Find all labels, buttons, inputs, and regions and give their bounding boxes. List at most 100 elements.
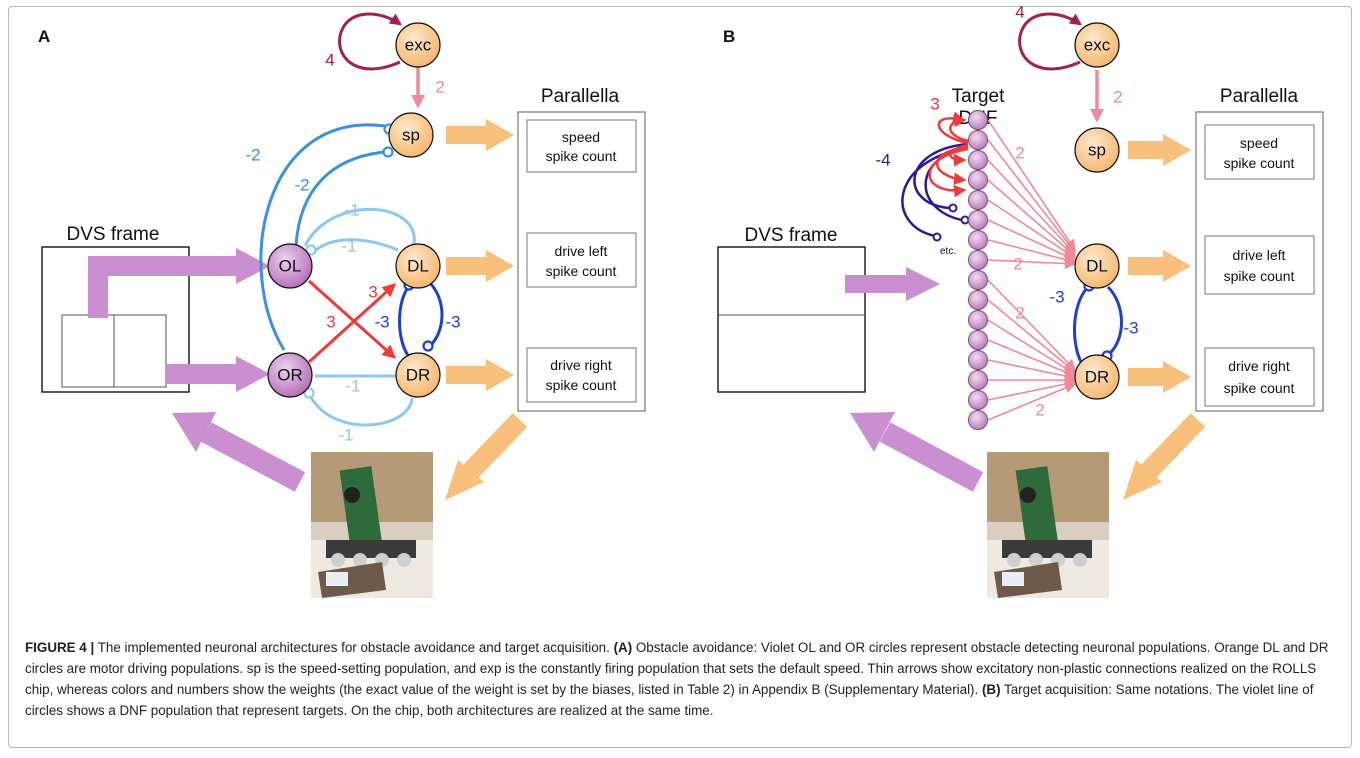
a-node-sp: sp — [388, 112, 434, 158]
b-inhibit-end-3 — [932, 232, 942, 242]
panel-a-letter: A — [38, 27, 50, 46]
dnf-neuron — [968, 410, 988, 430]
a-box-drive-left — [526, 232, 637, 288]
b-etc-label: etc. — [940, 246, 956, 257]
b-arrow-parallella-robot — [1140, 413, 1206, 479]
figure-diagram: A DVS frame -2 -2 -1 -1 -1 -1 3 3 — [38, 3, 1324, 598]
a-conn-or-dl-lower — [306, 391, 414, 427]
b-box-speed-line1: speed — [1240, 135, 1278, 151]
b-node-exc: exc — [1074, 22, 1120, 68]
a-conn-dr-dl-end — [422, 340, 434, 352]
a-weight-ol-dl: -1 — [341, 237, 356, 256]
b-arrows-to-parallella — [1128, 134, 1191, 393]
dnf-neuron — [968, 290, 988, 310]
a-arrow-robot-dvs — [200, 422, 306, 492]
a-box-drive-left-line1: drive left — [555, 243, 608, 259]
a-box-speed-line1: speed — [562, 129, 600, 145]
figure-frame — [8, 6, 1352, 748]
a-arrowhead-robot-dvs — [172, 412, 216, 452]
b-box-drive-right — [1204, 347, 1315, 407]
a-weight-or-to-dl: 3 — [326, 313, 335, 332]
b-weight-dnf-dr-top: 2 — [1015, 304, 1024, 323]
b-node-dl-label: DL — [1086, 257, 1108, 276]
dnf-neuron — [968, 250, 988, 270]
b-robot-photo — [987, 452, 1109, 598]
a-conn-dl-ol-end — [305, 244, 317, 256]
a-weight-or-dr: -1 — [345, 377, 360, 396]
dnf-neuron — [968, 170, 988, 190]
dnf-neuron — [968, 350, 988, 370]
panel-a: A DVS frame -2 -2 -1 -1 -1 -1 3 3 — [38, 12, 646, 598]
b-box-speed-line2: spike count — [1224, 155, 1295, 171]
b-dnf-excitatory-arcs — [928, 111, 969, 198]
a-weight-exc-sp: 2 — [435, 78, 444, 97]
a-conn-exc-self — [338, 12, 402, 71]
b-node-exc-label: exc — [1084, 36, 1111, 55]
b-box-drive-left-line1: drive left — [1233, 247, 1286, 263]
b-dvs-title: DVS frame — [745, 225, 838, 246]
a-node-dl-label: DL — [407, 257, 429, 276]
a-conn-or-sp — [259, 123, 386, 351]
caption-b-label: (B) — [981, 682, 1001, 697]
a-node-sp-label: sp — [402, 126, 420, 145]
caption-intro: The implemented neuronal architectures f… — [94, 640, 614, 655]
caption-a-label: (A) — [613, 640, 633, 655]
a-parallella-title: Parallella — [541, 86, 620, 107]
b-node-dr: DR — [1074, 354, 1120, 400]
b-arrow-robot-dvs — [879, 422, 984, 492]
caption-figure-label: FIGURE 4 | — [25, 640, 95, 655]
b-node-sp-label: sp — [1088, 141, 1106, 160]
b-box-drive-right-line2: spike count — [1224, 380, 1295, 396]
b-weight-exc-sp: 2 — [1113, 88, 1122, 107]
b-box-drive-left — [1204, 235, 1315, 295]
b-inhibit-end-1 — [948, 203, 958, 213]
dnf-neuron — [968, 150, 988, 170]
a-node-exc-label: exc — [405, 36, 432, 55]
a-arrow-parallella-robot — [462, 413, 528, 479]
panel-b: B DVS frame Target DNF — [717, 3, 1324, 598]
b-weight-dl-dr: -3 — [1049, 288, 1064, 307]
a-node-dr-label: DR — [406, 366, 431, 385]
a-box-speed-line2: spike count — [546, 148, 617, 164]
a-robot-photo — [311, 452, 433, 598]
a-weight-or-sp: -2 — [245, 146, 260, 165]
a-arrowhead-dvs-ol — [236, 248, 270, 284]
a-box-drive-right-line2: spike count — [546, 377, 617, 393]
b-dnf-column — [968, 110, 988, 430]
dnf-neuron — [968, 310, 988, 330]
a-conn-ol-sp — [294, 150, 385, 246]
b-arrowhead-dvs-dnf — [906, 267, 940, 301]
b-node-sp: sp — [1074, 127, 1120, 173]
b-node-dr-label: DR — [1085, 368, 1110, 387]
a-arrow-dvs-ol — [88, 256, 236, 318]
b-dnf-to-dl-arrows — [987, 119, 1077, 270]
a-conn-dl-dr — [398, 283, 412, 359]
dnf-neuron — [968, 210, 988, 230]
a-conn-dr-dl — [428, 281, 444, 348]
a-node-or-label: OR — [277, 366, 303, 385]
dnf-neuron — [968, 130, 988, 150]
b-conn-exc-self — [1018, 12, 1082, 71]
b-weight-dnf-dl-top: 2 — [1015, 144, 1024, 163]
a-node-dr: DR — [395, 352, 441, 398]
b-weight-dnf-dr-bottom: 2 — [1035, 401, 1044, 420]
a-box-drive-left-line2: spike count — [546, 263, 617, 279]
a-arrowhead-dvs-or — [236, 356, 270, 392]
b-dnf-to-dr-arrows — [987, 279, 1077, 421]
a-conn-or-to-dl — [307, 283, 397, 364]
a-node-ol-label: OL — [279, 257, 302, 276]
a-node-exc: exc — [395, 22, 441, 68]
a-weight-ol-to-dr: 3 — [368, 283, 377, 302]
b-inhibit-end-2 — [960, 215, 970, 225]
dnf-neuron — [968, 230, 988, 250]
a-weight-ol-dr-upper: -1 — [344, 201, 359, 220]
a-conn-dr-or-end — [303, 387, 315, 399]
a-dvs-frame — [41, 246, 190, 393]
dnf-neuron — [968, 190, 988, 210]
a-conn-ol-sp-end — [382, 146, 394, 158]
b-conn-dr-dl — [1106, 285, 1123, 357]
a-node-ol: OL — [267, 243, 313, 289]
caption-b-text: Target acquisition: Same notations. The … — [25, 682, 1314, 718]
b-weight-dr-dl: -3 — [1123, 319, 1138, 338]
a-node-or: OR — [267, 352, 313, 398]
